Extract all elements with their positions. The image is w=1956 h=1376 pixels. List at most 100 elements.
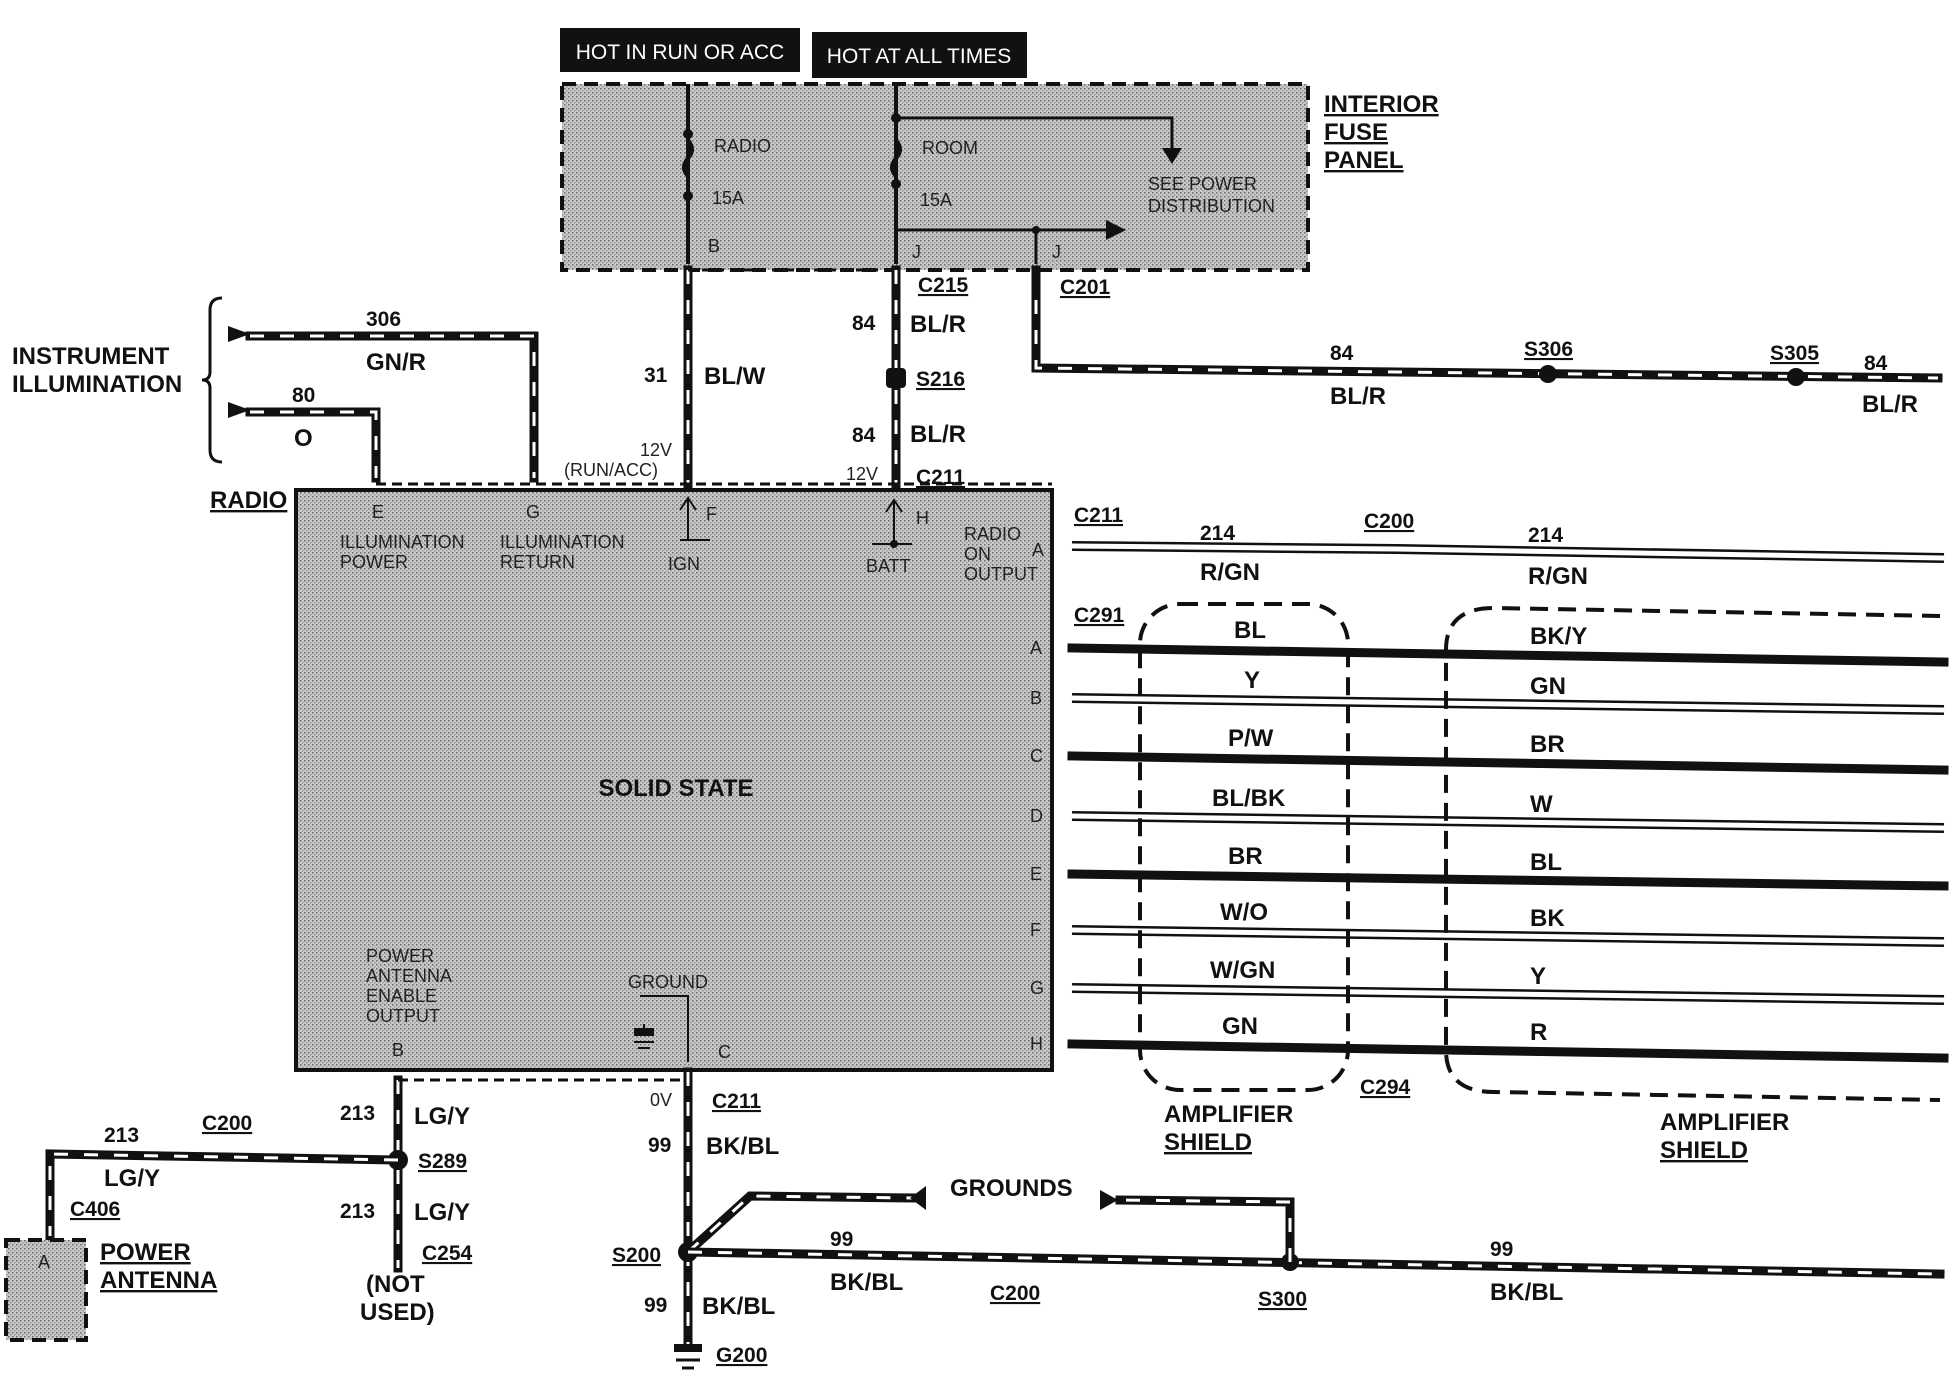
amplifier-shield-right xyxy=(1444,605,1941,1102)
power-antenna-1: POWER xyxy=(100,1239,191,1266)
wire-84a-num: 84 xyxy=(852,312,876,335)
hot-run-acc-label: HOT IN RUN OR ACC xyxy=(576,41,784,64)
connector-c200-bottom: C200 xyxy=(990,1282,1040,1305)
pin-right-c: C xyxy=(1030,746,1043,766)
v0: 0V xyxy=(650,1090,672,1110)
bracket-icon xyxy=(201,296,223,464)
connector-c294: C294 xyxy=(1360,1076,1411,1099)
wire-306: 306 GN/R xyxy=(228,308,539,483)
pin-f: F xyxy=(706,504,717,524)
arrow-down-icon xyxy=(1162,148,1182,164)
wire-213b-color: LG/Y xyxy=(414,1199,470,1226)
wire-31-color: BL/W xyxy=(704,363,766,390)
amp-shield-2a: AMPLIFIER xyxy=(1660,1109,1789,1136)
wire-84-right2-num: 84 xyxy=(1864,352,1888,375)
pin-right-d: D xyxy=(1030,806,1043,826)
radio-label: RADIO xyxy=(210,487,287,514)
splice-s216 xyxy=(886,368,906,388)
pin-f-desc: IGN xyxy=(668,554,700,574)
wire-left-e: BR xyxy=(1228,843,1263,870)
amplifier-shield-left xyxy=(1138,602,1350,1092)
wire-99c-num: 99 xyxy=(1490,1238,1513,1261)
wire-left-d: BL/BK xyxy=(1212,785,1286,812)
ant-desc1: POWER xyxy=(366,946,434,966)
pin-h: H xyxy=(916,508,929,528)
wire-306-color: GN/R xyxy=(366,349,426,376)
connector-g200: G200 xyxy=(716,1344,767,1367)
wire-right-e: BL xyxy=(1530,849,1562,876)
pin-g-desc2: RETURN xyxy=(500,552,575,572)
pin-right-g: G xyxy=(1030,978,1044,998)
connector-s300: S300 xyxy=(1258,1288,1307,1311)
v12-run-acc-2: (RUN/ACC) xyxy=(564,460,658,480)
radio-on-3: OUTPUT xyxy=(964,564,1038,584)
wire-99a-color: BK/BL xyxy=(706,1133,779,1160)
ground-g200-icon xyxy=(674,1344,702,1370)
pin-e-desc2: POWER xyxy=(340,552,408,572)
fuse-room-amp: 15A xyxy=(920,190,952,210)
wire-214a-num: 214 xyxy=(1200,522,1235,545)
fuse-room-pin1: J xyxy=(912,242,921,262)
wire-99a-num: 99 xyxy=(648,1134,671,1157)
amp-shield-1b: SHIELD xyxy=(1164,1129,1252,1156)
wire-84b-color: BL/R xyxy=(910,421,966,448)
see-power-line1: SEE POWER xyxy=(1148,174,1257,194)
fuse-radio-name: RADIO xyxy=(714,136,771,156)
wire-left-h: GN xyxy=(1222,1013,1258,1040)
wire-right-d: W xyxy=(1530,791,1553,818)
pin-g: G xyxy=(526,502,540,522)
wire-99d-num: 99 xyxy=(644,1294,667,1317)
wire-213c-num: 213 xyxy=(104,1124,139,1147)
amp-shield-1a: AMPLIFIER xyxy=(1164,1101,1293,1128)
wire-right-a: BK/Y xyxy=(1530,623,1587,650)
v12-batt: 12V xyxy=(846,464,878,484)
wire-214a-color: R/GN xyxy=(1200,559,1260,586)
connector-c211-top: C211 xyxy=(916,466,965,489)
fuse-panel-title-3: PANEL xyxy=(1324,147,1404,174)
radio-unit: SOLID STATE E ILLUMINATION POWER G ILLUM… xyxy=(294,482,1054,1072)
pin-h-desc: BATT xyxy=(866,556,911,576)
ant-desc2: ANTENNA xyxy=(366,966,452,986)
wire-80-num: 80 xyxy=(292,384,315,407)
connector-c211-bottom: C211 xyxy=(712,1090,761,1113)
radio-on-1: RADIO xyxy=(964,524,1021,544)
wire-214b-color: R/GN xyxy=(1528,563,1588,590)
wire-99d-color: BK/BL xyxy=(702,1293,775,1320)
power-antenna: A xyxy=(4,1238,88,1342)
wire-84-right: C201 84 BL/R S306 S305 84 BL/R xyxy=(1031,265,1943,418)
connector-s306: S306 xyxy=(1524,338,1573,361)
grounds-label: GROUNDS xyxy=(950,1175,1073,1202)
wire-99: C211 0V 99 BK/BL S200 99 BK/BL C200 S300… xyxy=(612,1067,1945,1370)
wire-left-b: Y xyxy=(1244,667,1260,694)
fuse-room-name: ROOM xyxy=(922,138,978,158)
fuse-radio-amp: 15A xyxy=(712,188,744,208)
hot-all-times-tag: HOT AT ALL TIMES xyxy=(812,32,1027,78)
power-antenna-2: ANTENNA xyxy=(100,1267,217,1294)
wire-214b-num: 214 xyxy=(1528,524,1563,547)
wire-213: 213 LG/Y S289 213 LG/Y C254 (NOT USED) 2… xyxy=(45,1075,473,1326)
wire-213c-color: LG/Y xyxy=(104,1165,160,1192)
fuse-radio-pin: B xyxy=(708,236,720,256)
wire-right-c: BR xyxy=(1530,731,1565,758)
ground-icon xyxy=(634,1024,654,1049)
pin-b: B xyxy=(392,1040,404,1060)
wire-right-h: R xyxy=(1530,1019,1547,1046)
instrument-label-1: INSTRUMENT xyxy=(12,343,170,370)
ant-desc3: ENABLE xyxy=(366,986,437,1006)
wire-84-vertical: 84 BL/R 84 BL/R 12V xyxy=(846,265,966,489)
room-fuse-icon xyxy=(890,138,902,178)
wire-84a-color: BL/R xyxy=(910,311,966,338)
wire-31-num: 31 xyxy=(644,364,668,387)
connector-c291: C291 xyxy=(1074,604,1125,627)
connector-s305: S305 xyxy=(1770,342,1819,365)
pin-e-desc1: ILLUMINATION xyxy=(340,532,465,552)
not-used-2: USED) xyxy=(360,1299,435,1326)
connector-s200: S200 xyxy=(612,1244,661,1267)
wire-84-right2-color: BL/R xyxy=(1862,391,1918,418)
connector-c200-left: C200 xyxy=(202,1112,252,1135)
pin-right-e: E xyxy=(1030,864,1042,884)
radio-body-text: SOLID STATE xyxy=(598,775,753,802)
wire-right-g: Y xyxy=(1530,963,1546,990)
wire-306-num: 306 xyxy=(366,308,401,331)
wire-left-c: P/W xyxy=(1228,725,1274,752)
